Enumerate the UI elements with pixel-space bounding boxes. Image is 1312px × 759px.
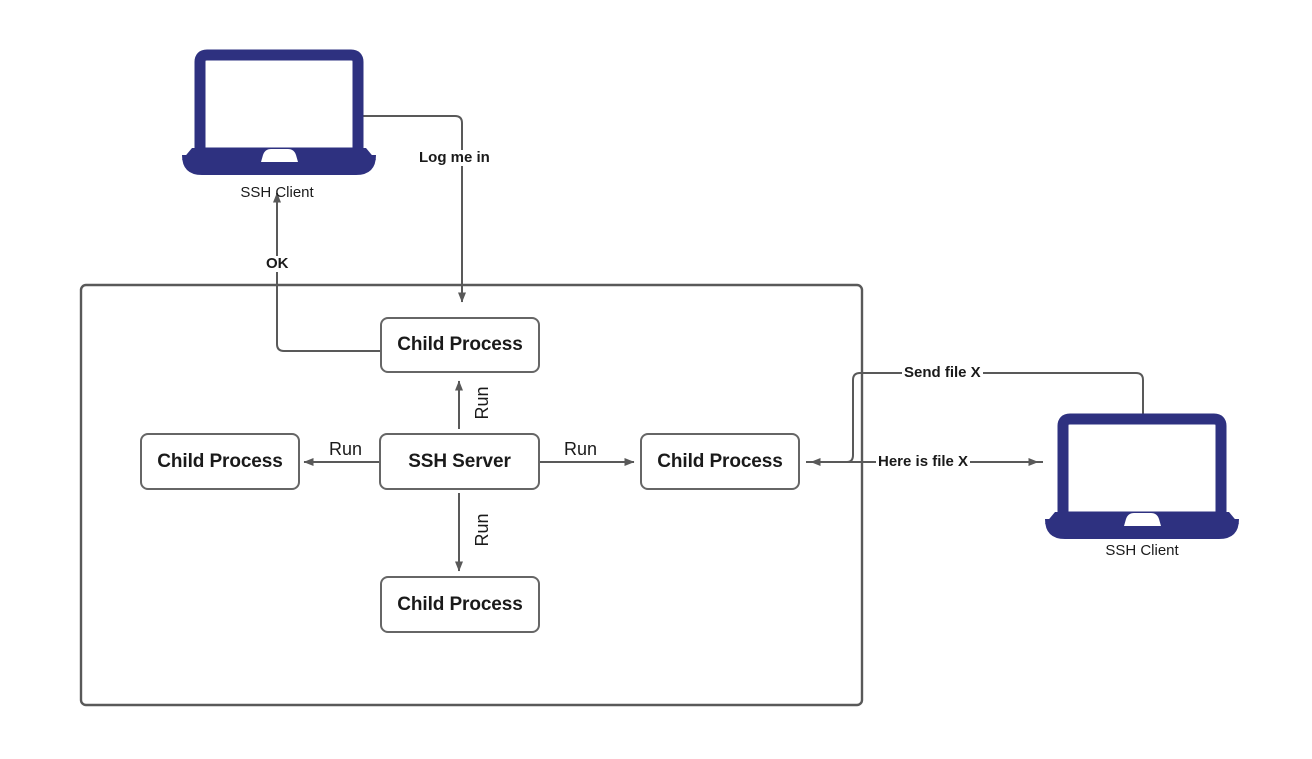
host-boundary-rect bbox=[79, 283, 864, 707]
node-label: Child Process bbox=[397, 334, 523, 355]
device-label-ssh-client-top: SSH Client bbox=[240, 184, 314, 201]
laptop-icon-right bbox=[1045, 413, 1239, 539]
edge-label-log-me-in: Log me in bbox=[417, 149, 492, 166]
node-label: Child Process bbox=[157, 450, 283, 472]
edge-label-run-right: Run bbox=[562, 439, 600, 459]
edge-label-run-up: Run bbox=[472, 381, 492, 425]
wire-log-me-in bbox=[358, 115, 466, 303]
edge-label-run-down: Run bbox=[472, 508, 492, 552]
node-label: SSH Server bbox=[408, 450, 511, 472]
node-child-process-left[interactable]: Child Process bbox=[140, 433, 300, 490]
wire-send-file-x bbox=[806, 372, 1144, 463]
edge-label-ok: OK bbox=[264, 255, 291, 272]
node-label: Child Process bbox=[397, 593, 523, 615]
edge-label-send-file-x: Send file X bbox=[902, 364, 983, 381]
device-label-ssh-client-right: SSH Client bbox=[1105, 542, 1179, 559]
edge-label-run-left: Run bbox=[327, 439, 365, 459]
node-child-process-bottom[interactable]: Child Process bbox=[380, 576, 540, 633]
wire-ok bbox=[273, 192, 380, 352]
node-label: Child Process bbox=[657, 450, 783, 472]
laptop-icon-top bbox=[182, 49, 376, 175]
node-child-process-top[interactable]: Child Process bbox=[380, 317, 540, 373]
edge-label-here-is-file-x: Here is file X bbox=[876, 453, 971, 470]
node-child-process-right[interactable]: Child Process bbox=[640, 433, 800, 490]
node-ssh-server[interactable]: SSH Server bbox=[379, 433, 540, 490]
